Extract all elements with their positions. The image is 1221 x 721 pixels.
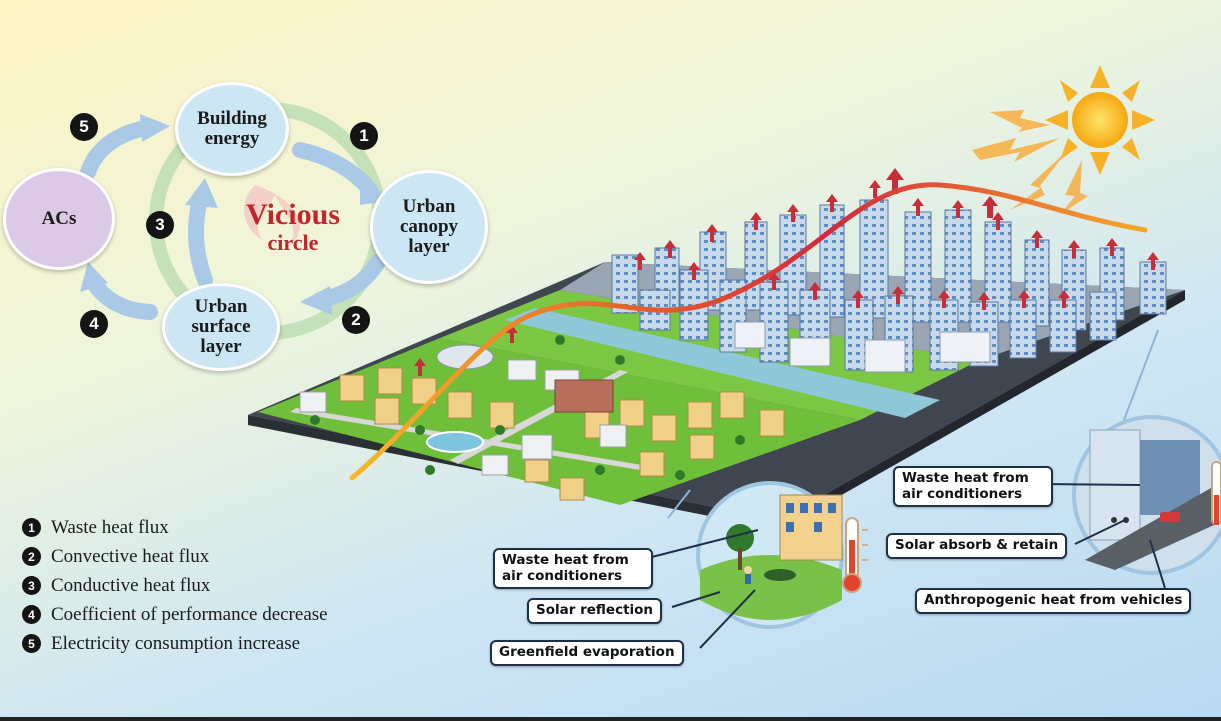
node-building-energy-label: Building energy xyxy=(197,108,267,149)
vicious-subtitle: circle xyxy=(267,230,319,255)
street-zoom-view xyxy=(1072,329,1221,575)
node-urban-surface: Urban surface layer xyxy=(162,283,280,371)
arrow-5 xyxy=(80,120,153,180)
pond xyxy=(426,431,484,453)
legend-item: 1 Waste heat flux xyxy=(22,513,328,542)
legend-text: Convective heat flux xyxy=(51,545,210,567)
park-zoom-view xyxy=(667,481,844,629)
legend-text: Waste heat flux xyxy=(51,516,169,538)
callout-solar-absorb: Solar absorb & retain xyxy=(886,533,1068,559)
legend-number: 4 xyxy=(22,605,41,624)
flame-icon xyxy=(243,185,300,245)
callout-waste-heat-right: Waste heat from air conditioners xyxy=(893,466,1053,508)
node-urban-surface-label: Urban surface layer xyxy=(191,296,251,357)
arrow-3 xyxy=(188,192,213,288)
downtown-towers xyxy=(611,199,1167,373)
step-badge-4: 4 xyxy=(80,310,108,338)
callout-solar-reflection: Solar reflection xyxy=(527,598,663,624)
heat-flux-arrows xyxy=(414,168,1159,376)
brick-building xyxy=(554,379,614,413)
thermometer-icon-right xyxy=(1211,461,1221,525)
node-acs-label: ACs xyxy=(41,208,77,230)
heat-curve xyxy=(349,182,1148,481)
legend-number: 2 xyxy=(22,547,41,566)
legend-number: 3 xyxy=(22,576,41,595)
node-urban-canopy: Urban canopy layer xyxy=(370,170,488,284)
callout-greenfield-evaporation: Greenfield evaporation xyxy=(490,640,684,666)
step-badge-3: 3 xyxy=(146,211,174,239)
node-acs: ACs xyxy=(3,168,115,270)
legend-item: 4 Coefficient of performance decrease xyxy=(22,600,328,629)
legend-text: Conductive heat flux xyxy=(51,574,211,596)
sun-icon xyxy=(972,65,1155,215)
legend-item: 3 Conductive heat flux xyxy=(22,571,328,600)
callout-leaders xyxy=(639,483,1166,649)
vicious-title: Vicious xyxy=(246,198,340,231)
callout-anthropogenic-heat: Anthropogenic heat from vehicles xyxy=(915,588,1192,614)
step-badge-1: 1 xyxy=(350,122,378,150)
legend-item: 5 Electricity consumption increase xyxy=(22,629,328,658)
vicious-circle-label: Vicious circle xyxy=(218,200,368,254)
river xyxy=(505,308,940,418)
legend-item: 2 Convective heat flux xyxy=(22,542,328,571)
residential-buildings xyxy=(299,335,785,501)
node-urban-canopy-label: Urban canopy layer xyxy=(399,196,459,257)
step-badge-2: 2 xyxy=(342,306,370,334)
legend-number: 1 xyxy=(22,518,41,537)
legend-text: Coefficient of performance decrease xyxy=(51,603,328,625)
bottom-border xyxy=(0,717,1221,721)
thermometer-icon xyxy=(842,517,868,593)
callout-waste-heat-left: Waste heat from air conditioners xyxy=(493,548,653,590)
step-badge-5: 5 xyxy=(70,113,98,141)
legend-number: 5 xyxy=(22,634,41,653)
legend-text: Electricity consumption increase xyxy=(51,632,301,654)
legend: 1 Waste heat flux 2 Convective heat flux… xyxy=(22,513,328,658)
node-building-energy: Building energy xyxy=(175,82,289,176)
